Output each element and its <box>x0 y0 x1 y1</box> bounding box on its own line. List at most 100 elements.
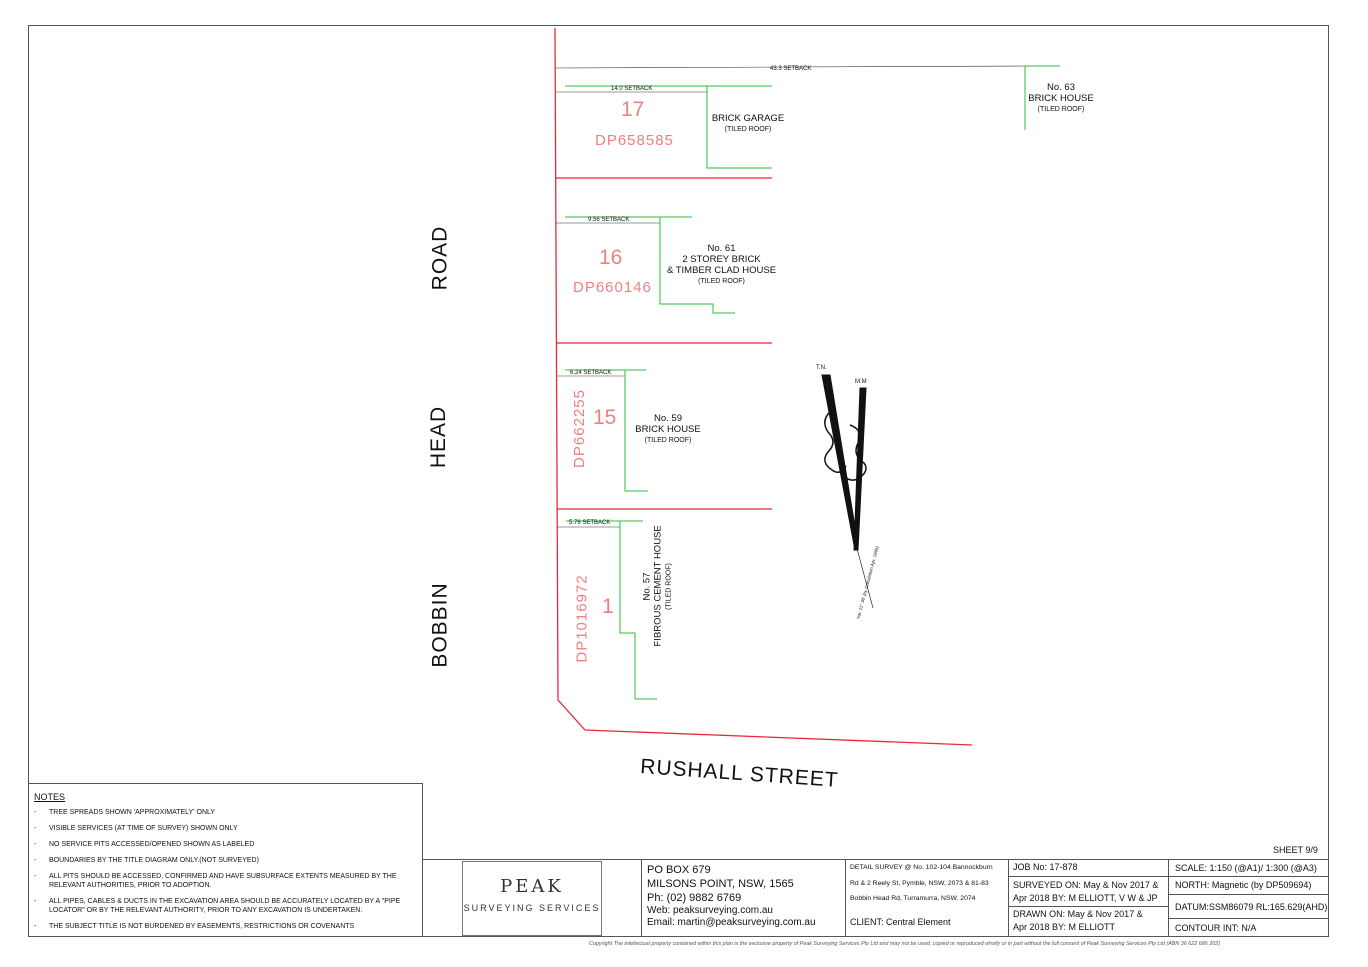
setback-dimensions <box>554 65 1026 528</box>
note-item: -VISIBLE SERVICES (AT TIME OF SURVEY) SH… <box>34 825 238 832</box>
true-north-arrow <box>821 374 859 546</box>
detail-survey-line1: DETAIL SURVEY @ No. 102-104 Bannockburn <box>850 864 993 871</box>
note-text: BOUNDARIES BY THE TITLE DIAGRAM ONLY.(NO… <box>49 857 259 864</box>
notes-title: NOTES <box>34 792 66 802</box>
note-text: TREE SPREADS SHOWN 'APPROXIMATELY' ONLY <box>49 809 216 816</box>
north-arrow <box>821 374 874 609</box>
contact-address-1: PO BOX 679 <box>647 864 711 876</box>
client-name: CLIENT: Central Element <box>850 917 951 927</box>
house-no59-roof: (TILED ROOF) <box>644 437 692 444</box>
note-item: -THE SUBJECT TITLE IS NOT BURDENED BY EA… <box>34 923 355 930</box>
setback-label-lot1: 5.76 SETBACK <box>569 520 611 526</box>
house-no63-roof: (TILED ROOF) <box>1037 106 1085 113</box>
job-number: JOB No: 17-878 <box>1013 862 1078 872</box>
house-no57-type: FIBROUS CEMENT HOUSE <box>652 525 664 647</box>
contact-phone: Ph: (02) 9882 6769 <box>647 892 742 904</box>
note-item: -NO SERVICE PITS ACCESSED/OPENED SHOWN A… <box>34 841 255 848</box>
building-no57-front <box>619 521 657 700</box>
note-item: -ALL PIPES, CABLES & DUCTS IN THE EXCAVA… <box>34 898 414 915</box>
contact-email[interactable]: Email: martin@peaksurveying.com.au <box>647 917 816 928</box>
detail-survey-line3: Bobbin Head Rd, Turramurra, NSW. 2074 <box>850 895 976 902</box>
note-text: VISIBLE SERVICES (AT TIME OF SURVEY) SHO… <box>49 825 238 832</box>
magnetic-north-label: M.M <box>855 379 867 385</box>
lot-number-16: 16 <box>599 246 623 269</box>
north-arrow-ornament <box>824 409 867 481</box>
title-block <box>423 859 1329 937</box>
declination-line <box>855 544 874 609</box>
lot-dp-16: DP660146 <box>573 279 652 296</box>
lot-number-15: 15 <box>593 406 617 429</box>
house-no63-number: No. 63 <box>1047 82 1075 93</box>
setback-label-lot16: 9.56 SETBACK <box>588 217 630 223</box>
title-row-divider <box>1168 894 1329 895</box>
note-text: THE SUBJECT TITLE IS NOT BURDENED BY EAS… <box>49 923 355 930</box>
contour-info: CONTOUR INT: N/A <box>1175 923 1257 933</box>
contact-web[interactable]: Web: peaksurveying.com.au <box>647 905 773 916</box>
building-lot17-outline <box>565 85 772 169</box>
title-row-divider <box>1008 876 1329 877</box>
note-item: -ALL PITS SHOULD BE ACCESSED, CONFIRMED … <box>34 873 414 890</box>
setback-line-no63 <box>554 65 1026 69</box>
road-label-road: ROAD <box>428 225 452 291</box>
house-label-no63: No. 63 BRICK HOUSE (TILED ROOF) <box>1024 82 1098 115</box>
surveyed-on-2: Apr 2018 BY: M ELLIOTT, V W & JP <box>1013 893 1158 903</box>
sheet-frame <box>28 25 1329 937</box>
road-frontage-boundary <box>554 27 973 746</box>
note-text: ALL PITS SHOULD BE ACCESSED, CONFIRMED A… <box>49 873 397 889</box>
true-north-label: T.N. <box>816 365 827 371</box>
house-no59-type: BRICK HOUSE <box>635 424 701 435</box>
detail-survey-line2: Rd & 2 Reely St, Pymble, NSW, 2073 & 81-… <box>850 880 989 887</box>
logo-tagline: SURVEYING SERVICES <box>463 903 601 913</box>
lot-number-1: 1 <box>602 595 614 618</box>
logo-name: PEAK <box>500 876 564 897</box>
house-no61-roof: (TILED ROOF) <box>698 278 745 285</box>
title-row-divider <box>1168 918 1329 919</box>
lot-dp-17: DP658585 <box>595 132 674 149</box>
drawn-on-2: Apr 2018 BY: M ELLIOTT <box>1013 922 1116 932</box>
road-label-head: HEAD <box>427 405 451 469</box>
title-row-divider <box>1008 906 1168 907</box>
road-label-bobbin: BOBBIN <box>428 582 452 668</box>
house-label-no59: No. 59 BRICK HOUSE (TILED ROOF) <box>630 413 706 446</box>
house-no61-number: No. 61 <box>707 243 736 254</box>
building-outlines <box>565 65 1060 700</box>
setback-label-lot17: 14.0 SETBACK <box>611 86 653 92</box>
scale-info: SCALE: 1:150 (@A1)/ 1:300 (@A3) <box>1175 863 1317 873</box>
drawn-on-1: DRAWN ON: May & Nov 2017 & <box>1013 909 1143 919</box>
setback-label-no63: 43.3 SETBACK <box>770 66 812 72</box>
setback-label-lot15: 6.24 SETBACK <box>570 370 612 376</box>
house-label-no61: No. 61 2 STOREY BRICK & TIMBER CLAD HOUS… <box>664 243 779 287</box>
magnetic-north-arrow <box>853 387 867 551</box>
copyright-notice: Copyright The intellectual property cont… <box>589 941 1221 947</box>
building-no59-front <box>624 370 648 492</box>
notes-panel: NOTES -TREE SPREADS SHOWN 'APPROXIMATELY… <box>28 783 423 937</box>
sheet-number: SHEET 9/9 <box>1273 845 1318 855</box>
datum-info: DATUM:SSM86079 RL:165.629(AHD) <box>1175 902 1328 912</box>
house-no61-type2: & TIMBER CLAD HOUSE <box>666 265 777 276</box>
company-logo: PEAK SURVEYING SERVICES <box>462 861 602 936</box>
house-no63-type: BRICK HOUSE <box>1028 93 1094 104</box>
lot-dp-1: DP1016972 <box>573 574 591 663</box>
garage-type: BRICK GARAGE <box>711 113 785 124</box>
property-boundaries <box>554 27 973 746</box>
lot-number-17: 17 <box>621 98 645 121</box>
title-divider <box>1168 859 1169 937</box>
title-divider <box>1008 859 1009 937</box>
north-info: NORTH: Magnetic (by DP509694) <box>1175 880 1312 890</box>
note-item: -BOUNDARIES BY THE TITLE DIAGRAM ONLY.(N… <box>34 857 259 864</box>
house-no57-roof: (TILED ROOF) <box>665 563 673 610</box>
house-no59-number: No. 59 <box>654 413 682 424</box>
lot-dp-15: DP662255 <box>570 389 588 468</box>
house-no57-number: No. 57 <box>641 572 653 601</box>
garage-roof: (TILED ROOF) <box>724 126 772 133</box>
title-divider <box>641 859 642 937</box>
note-text: ALL PIPES, CABLES & DUCTS IN THE EXCAVAT… <box>49 898 401 914</box>
surveyed-on-1: SURVEYED ON: May & Nov 2017 & <box>1013 880 1159 890</box>
building-no61-front <box>659 217 735 314</box>
house-label-no57: No. 57 FIBROUS CEMENT HOUSE (TILED ROOF) <box>641 525 675 647</box>
title-divider <box>845 859 846 937</box>
note-item: -TREE SPREADS SHOWN 'APPROXIMATELY' ONLY <box>34 809 216 816</box>
house-no61-type: 2 STOREY BRICK <box>682 254 761 265</box>
contact-address-2: MILSONS POINT, NSW, 1565 <box>647 878 794 890</box>
